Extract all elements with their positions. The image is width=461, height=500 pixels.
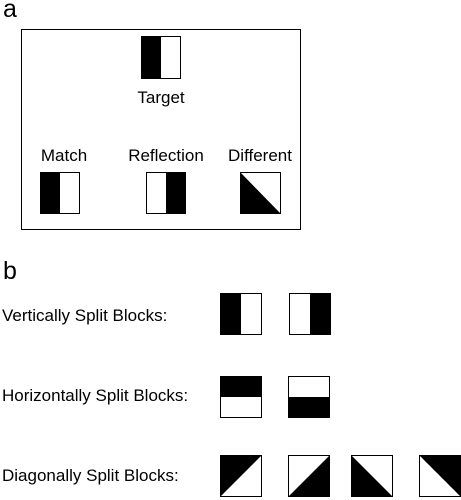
diagonal-block-3 bbox=[351, 455, 393, 497]
block-black-half bbox=[310, 293, 331, 335]
option-label-match: Match bbox=[40, 146, 88, 165]
option-label-different: Different bbox=[228, 146, 292, 165]
panel-b-letter: b bbox=[3, 257, 17, 285]
block-black-half bbox=[240, 172, 281, 214]
reflection-block bbox=[146, 172, 186, 214]
block-border bbox=[288, 376, 330, 418]
target-block bbox=[141, 36, 181, 79]
row-label-horizontal: Horizontally Split Blocks: bbox=[2, 386, 189, 405]
block-black-half bbox=[220, 455, 262, 497]
row-label-vertical: Vertically Split Blocks: bbox=[2, 306, 168, 325]
block-black-half bbox=[141, 36, 161, 79]
block-border bbox=[240, 172, 281, 214]
block-border bbox=[289, 293, 331, 335]
diagonal-block-1 bbox=[220, 455, 262, 497]
horizontal-block-2 bbox=[288, 376, 330, 418]
diagonal-block-4 bbox=[419, 455, 461, 497]
block-black-half bbox=[351, 455, 393, 497]
option-label-reflection: Reflection bbox=[128, 146, 204, 165]
block-black-half bbox=[40, 172, 60, 214]
block-border bbox=[40, 172, 80, 214]
row-label-diagonal: Diagonally Split Blocks: bbox=[2, 466, 179, 485]
target-label: Target bbox=[137, 88, 185, 107]
match-block bbox=[40, 172, 80, 214]
block-border bbox=[351, 455, 393, 497]
block-border bbox=[146, 172, 186, 214]
panel-a-frame bbox=[21, 29, 301, 230]
block-border bbox=[141, 36, 181, 79]
vertical-block-2 bbox=[289, 293, 331, 335]
block-black-half bbox=[166, 172, 186, 214]
block-border bbox=[220, 376, 262, 418]
block-black-half bbox=[419, 455, 461, 497]
block-border bbox=[220, 455, 262, 497]
block-black-half bbox=[220, 376, 262, 397]
panel-a-letter: a bbox=[3, 0, 17, 23]
vertical-block-1 bbox=[220, 293, 262, 335]
block-black-half bbox=[288, 397, 330, 418]
block-border bbox=[220, 293, 262, 335]
block-border bbox=[288, 455, 330, 497]
block-black-half bbox=[288, 455, 330, 497]
block-black-half bbox=[220, 293, 241, 335]
diagonal-block-2 bbox=[288, 455, 330, 497]
horizontal-block-1 bbox=[220, 376, 262, 418]
different-block bbox=[240, 172, 281, 214]
